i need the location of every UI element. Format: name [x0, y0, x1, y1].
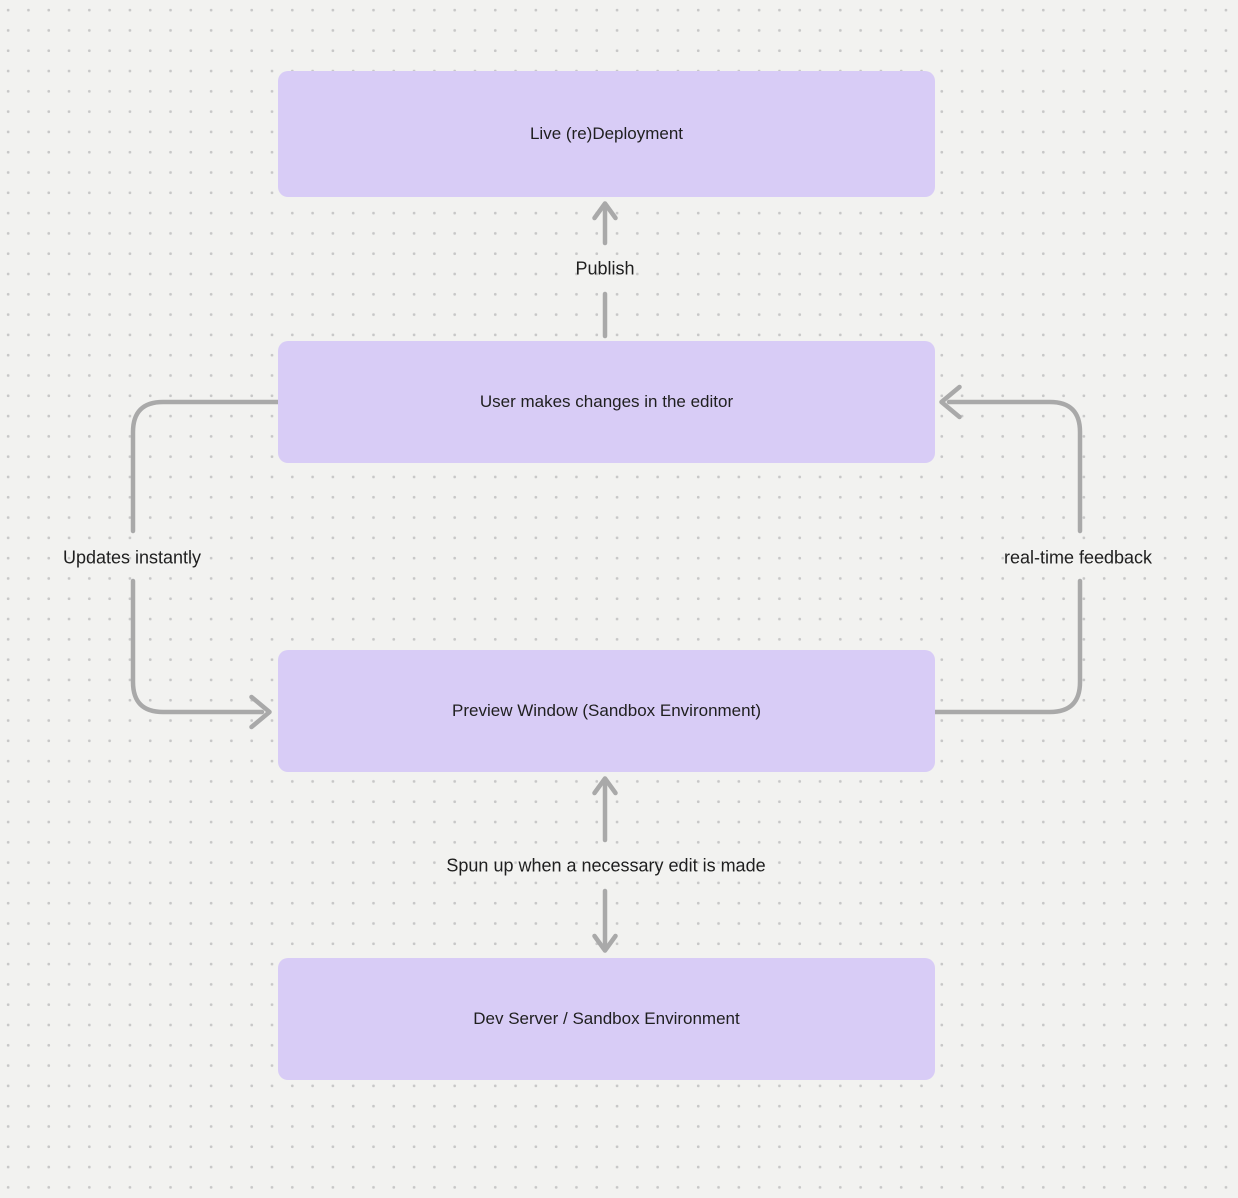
edge-label-publish: Publish	[575, 258, 635, 279]
node-label: Preview Window (Sandbox Environment)	[452, 700, 761, 720]
edge-label-spun-up: Spun up when a necessary edit is made	[446, 855, 766, 876]
updates-instantly-arrow-lower	[130, 578, 265, 715]
node-label: User makes changes in the editor	[479, 391, 734, 411]
spun-up-arrow-up-head	[592, 776, 618, 796]
node-user-editor[interactable]: User makes changes in the editor	[278, 341, 935, 463]
updates-instantly-arrow-upper	[130, 399, 281, 534]
node-label: Dev Server / Sandbox Environment	[473, 1008, 740, 1028]
spun-up-arrow-down-head	[592, 933, 618, 953]
edge-label-updates-instantly: Updates instantly	[62, 547, 202, 568]
publish-arrow-head	[592, 201, 618, 221]
node-label: Live (re)Deployment	[529, 123, 684, 143]
real-time-feedback-arrow-upper	[946, 399, 1083, 534]
node-dev-server[interactable]: Dev Server / Sandbox Environment	[278, 958, 935, 1080]
updates-instantly-arrow-head	[249, 694, 272, 730]
node-live-redeployment[interactable]: Live (re)Deployment	[278, 71, 935, 197]
real-time-feedback-arrow-lower	[932, 578, 1083, 715]
node-preview-window[interactable]: Preview Window (Sandbox Environment)	[278, 650, 935, 772]
edge-label-real-time-feedback: real-time feedback	[1003, 547, 1153, 568]
real-time-feedback-arrow-head	[939, 384, 962, 420]
